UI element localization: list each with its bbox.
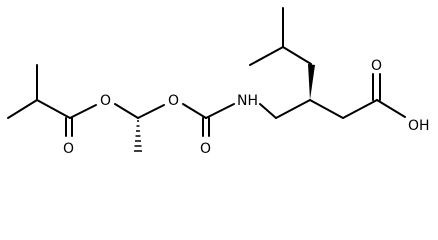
carbamate-carbonyl-oxygen-label: O [200, 141, 211, 157]
bond-carbonyl-to-nh [205, 103, 235, 119]
acid-carbonyl-oxygen-label: O [371, 58, 382, 74]
chemical-structure-canvas: O O O O NH O OH [7, 7, 430, 157]
acetal-group [114, 103, 165, 152]
bond-ch2-to-acid-carbon [342, 99, 378, 119]
carbamate-group [182, 103, 235, 137]
bold-wedge-bond [308, 64, 315, 100]
bond-ester-o-to-acetal [114, 103, 139, 119]
bond-isopropyl-methyl-left [249, 46, 284, 66]
bond-ch2-to-stereocenter [275, 99, 311, 119]
bond-ch-to-carbonyl [36, 99, 71, 119]
bond-nh-to-ch2 [259, 103, 277, 119]
nh-label: NH [237, 93, 258, 109]
pregabalin-backbone [249, 7, 406, 119]
bond-carbonyl-to-ester-o [69, 104, 97, 119]
bond-acetal-to-carbamate-o [137, 104, 165, 119]
molecule-structure: O O O O NH O OH [7, 7, 430, 157]
atom-labels: O O O O NH O OH [63, 58, 430, 157]
ester-carbonyl-oxygen-label: O [63, 141, 74, 157]
bond-ch2-to-isopropyl [282, 46, 312, 65]
ester-oxygen-label: O [100, 93, 111, 109]
bond-stereocenter-to-ch2 [309, 99, 344, 119]
acid-hydroxyl-label: OH [408, 118, 430, 134]
bond-methyl-left [7, 99, 38, 119]
carbamate-oxygen-label: O [168, 93, 179, 109]
bond-acid-to-oh [376, 99, 406, 118]
isobutyryl-group [7, 64, 97, 137]
hashed-wedge-bond [134, 120, 142, 152]
bond-carbamate-o-to-carbonyl [182, 103, 207, 119]
